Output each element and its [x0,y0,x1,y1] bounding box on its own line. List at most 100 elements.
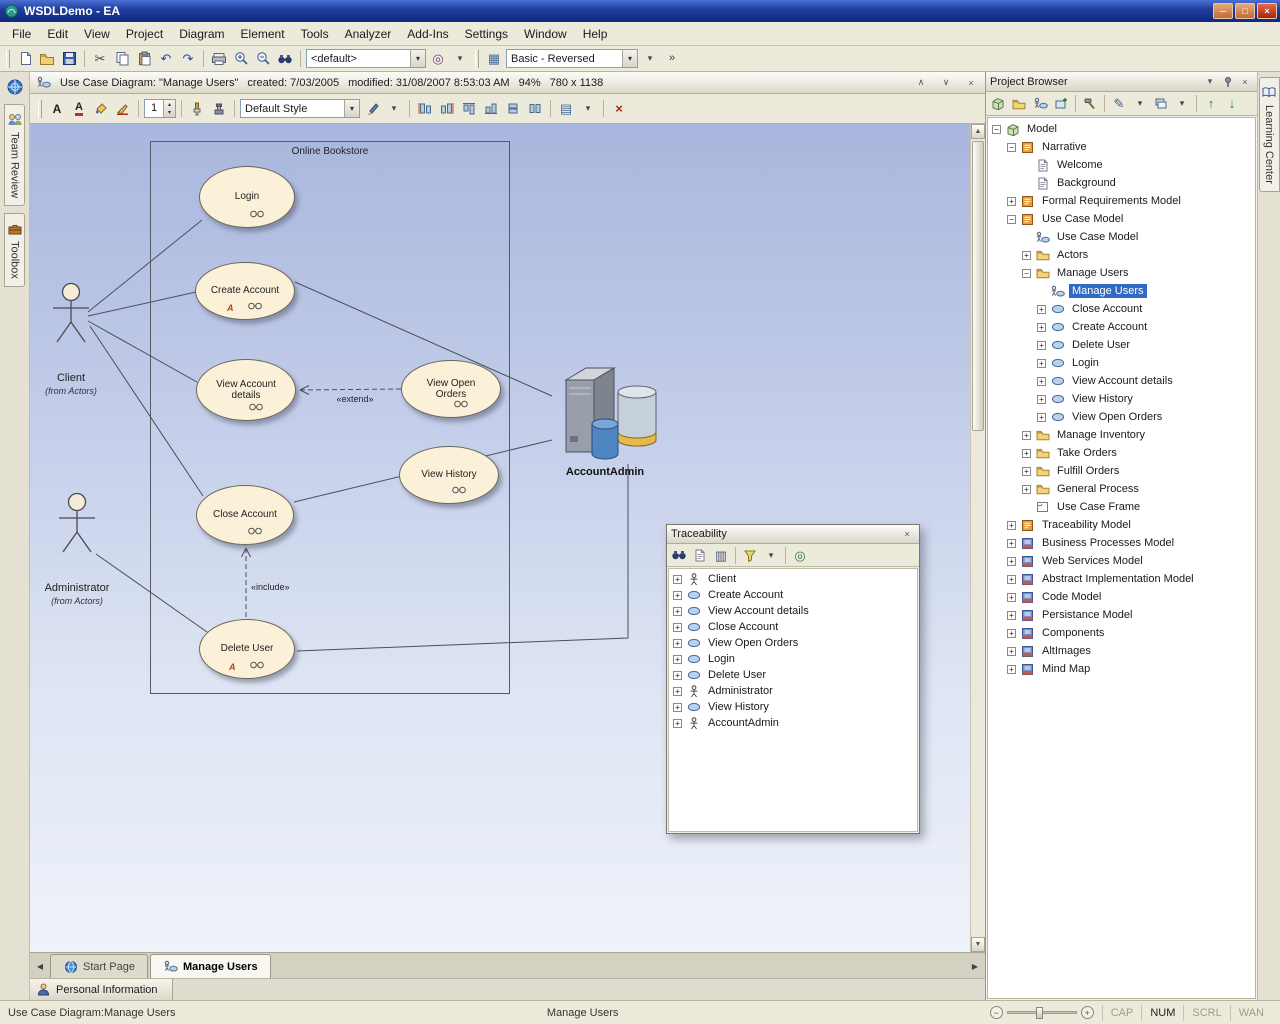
chevron-down-icon[interactable]: ▾ [1130,94,1150,114]
columns-icon[interactable]: ▥ [711,545,731,565]
style-combo[interactable]: Default Style▾ [240,99,360,118]
auto-layout-icon[interactable]: ▤ [556,99,576,119]
dock-tab-learning-center[interactable]: Learning Center [1259,77,1280,192]
menu-element[interactable]: Element [233,24,293,44]
visual-style-combo[interactable]: Basic - Reversed▾ [506,49,638,68]
menu-file[interactable]: File [4,24,39,44]
chevron-down-icon[interactable]: ▾ [450,49,470,69]
align-bottom-icon[interactable] [481,99,501,119]
expand-plus-icon[interactable]: + [1007,521,1016,530]
tab-scroll-right-button[interactable]: ▶ [967,956,983,976]
menu-window[interactable]: Window [516,24,575,44]
tree-item-formal-requirements-model[interactable]: +Formal Requirements Model [988,192,1255,210]
tree-item-manage-inventory[interactable]: +Manage Inventory [988,426,1255,444]
new-diagram-icon[interactable] [1030,94,1050,114]
expand-plus-icon[interactable]: + [673,575,682,584]
expand-plus-icon[interactable]: + [1022,431,1031,440]
use-case-close-account[interactable]: Close Account [196,485,294,545]
expand-plus-icon[interactable]: + [1007,647,1016,656]
align-top-icon[interactable] [459,99,479,119]
zoom-out-icon[interactable] [253,49,273,69]
zoom-in-button[interactable]: + [1081,1006,1094,1019]
apply-style-icon[interactable] [209,99,229,119]
chevron-down-icon[interactable]: ▾ [761,545,781,565]
chevron-down-icon[interactable]: ▾ [640,49,660,69]
tree-item-manage-users[interactable]: −Manage Users [988,264,1255,282]
menu-edit[interactable]: Edit [39,24,76,44]
actor-administrator[interactable]: Administrator (from Actors) [40,492,114,606]
align-right-icon[interactable] [437,99,457,119]
tree-item-business-processes-model[interactable]: +Business Processes Model [988,534,1255,552]
toolbar-grip[interactable] [6,50,10,68]
tree-item-administrator[interactable]: +Administrator [669,683,917,699]
use-case-view-open-orders[interactable]: View Open Orders [401,360,501,418]
use-case-delete-user[interactable]: Delete User A [199,619,295,679]
use-case-login[interactable]: Login [199,166,295,228]
expand-plus-icon[interactable]: + [1022,485,1031,494]
same-width-icon[interactable] [503,99,523,119]
panel-close-button[interactable]: × [1237,74,1253,89]
dock-tab-toolbox[interactable]: Toolbox [4,213,25,287]
expand-plus-icon[interactable]: + [1007,629,1016,638]
expand-plus-icon[interactable]: + [1007,539,1016,548]
tree-item-welcome[interactable]: Welcome [988,156,1255,174]
title-bar[interactable]: WSDLDemo - EA ─ □ × [0,0,1280,22]
tree-item-view-history[interactable]: +View History [988,390,1255,408]
paintbrush-icon[interactable] [362,99,382,119]
tree-item-web-services-model[interactable]: +Web Services Model [988,552,1255,570]
menu-tools[interactable]: Tools [293,24,337,44]
text-color-icon[interactable]: A [69,99,89,119]
caption-collapse-button[interactable]: ∧ [913,75,929,90]
tree-item-manage-users[interactable]: Manage Users [988,282,1255,300]
scroll-track[interactable] [971,433,985,937]
delete-element-icon[interactable]: × [609,99,629,119]
expand-plus-icon[interactable]: + [1007,197,1016,206]
pin-icon[interactable] [1220,74,1235,89]
fill-color-icon[interactable] [91,99,111,119]
expand-plus-icon[interactable]: + [1007,611,1016,620]
expand-minus-icon[interactable]: − [1007,143,1016,152]
status-zoom-control[interactable]: − + [990,1006,1094,1019]
chevron-down-icon[interactable]: ▾ [578,99,598,119]
tab-start-page[interactable]: Start Page [50,954,148,978]
chevron-down-icon[interactable]: ▾ [1172,94,1192,114]
tree-item-accountadmin[interactable]: +AccountAdmin [669,715,917,731]
layers-icon[interactable] [1151,94,1171,114]
undo-icon[interactable]: ↶ [156,49,176,69]
expand-plus-icon[interactable]: + [1037,323,1046,332]
package-tools-icon[interactable] [1080,94,1100,114]
print-icon[interactable] [209,49,229,69]
combo-dropdown-icon[interactable]: ▾ [622,50,637,67]
expand-plus-icon[interactable]: + [1007,575,1016,584]
edit-icon[interactable]: ✎ [1109,94,1129,114]
minimize-button[interactable]: ─ [1213,3,1233,19]
combo-dropdown-icon[interactable]: ▾ [410,50,425,67]
zoom-in-icon[interactable] [231,49,251,69]
tree-item-mind-map[interactable]: +Mind Map [988,660,1255,678]
default-combo[interactable]: <default>▾ [306,49,426,68]
toolbar-overflow-icon[interactable]: » [662,49,682,69]
open-project-icon[interactable] [37,49,57,69]
expand-plus-icon[interactable]: + [673,671,682,680]
tree-item-fulfill-orders[interactable]: +Fulfill Orders [988,462,1255,480]
spinner-buttons[interactable]: ▴▾ [163,100,175,117]
zoom-out-button[interactable]: − [990,1006,1003,1019]
copy-icon[interactable] [112,49,132,69]
redo-icon[interactable]: ↷ [178,49,198,69]
same-height-icon[interactable] [525,99,545,119]
use-case-create-account[interactable]: Create Account A [195,262,295,320]
tree-item-use-case-model[interactable]: Use Case Model [988,228,1255,246]
tree-item-use-case-model[interactable]: −Use Case Model [988,210,1255,228]
expand-minus-icon[interactable]: − [1022,269,1031,278]
zoom-slider[interactable] [1007,1011,1077,1014]
traceability-close-button[interactable]: × [899,527,915,542]
expand-plus-icon[interactable]: + [673,623,682,632]
tree-item-abstract-implementation-model[interactable]: +Abstract Implementation Model [988,570,1255,588]
expand-plus-icon[interactable]: + [673,687,682,696]
expand-minus-icon[interactable]: − [992,125,1001,134]
menu-help[interactable]: Help [575,24,616,44]
expand-plus-icon[interactable]: + [673,639,682,648]
tree-item-use-case-frame[interactable]: Use Case Frame [988,498,1255,516]
menu-add-ins[interactable]: Add-Ins [399,24,456,44]
format-painter-icon[interactable] [187,99,207,119]
